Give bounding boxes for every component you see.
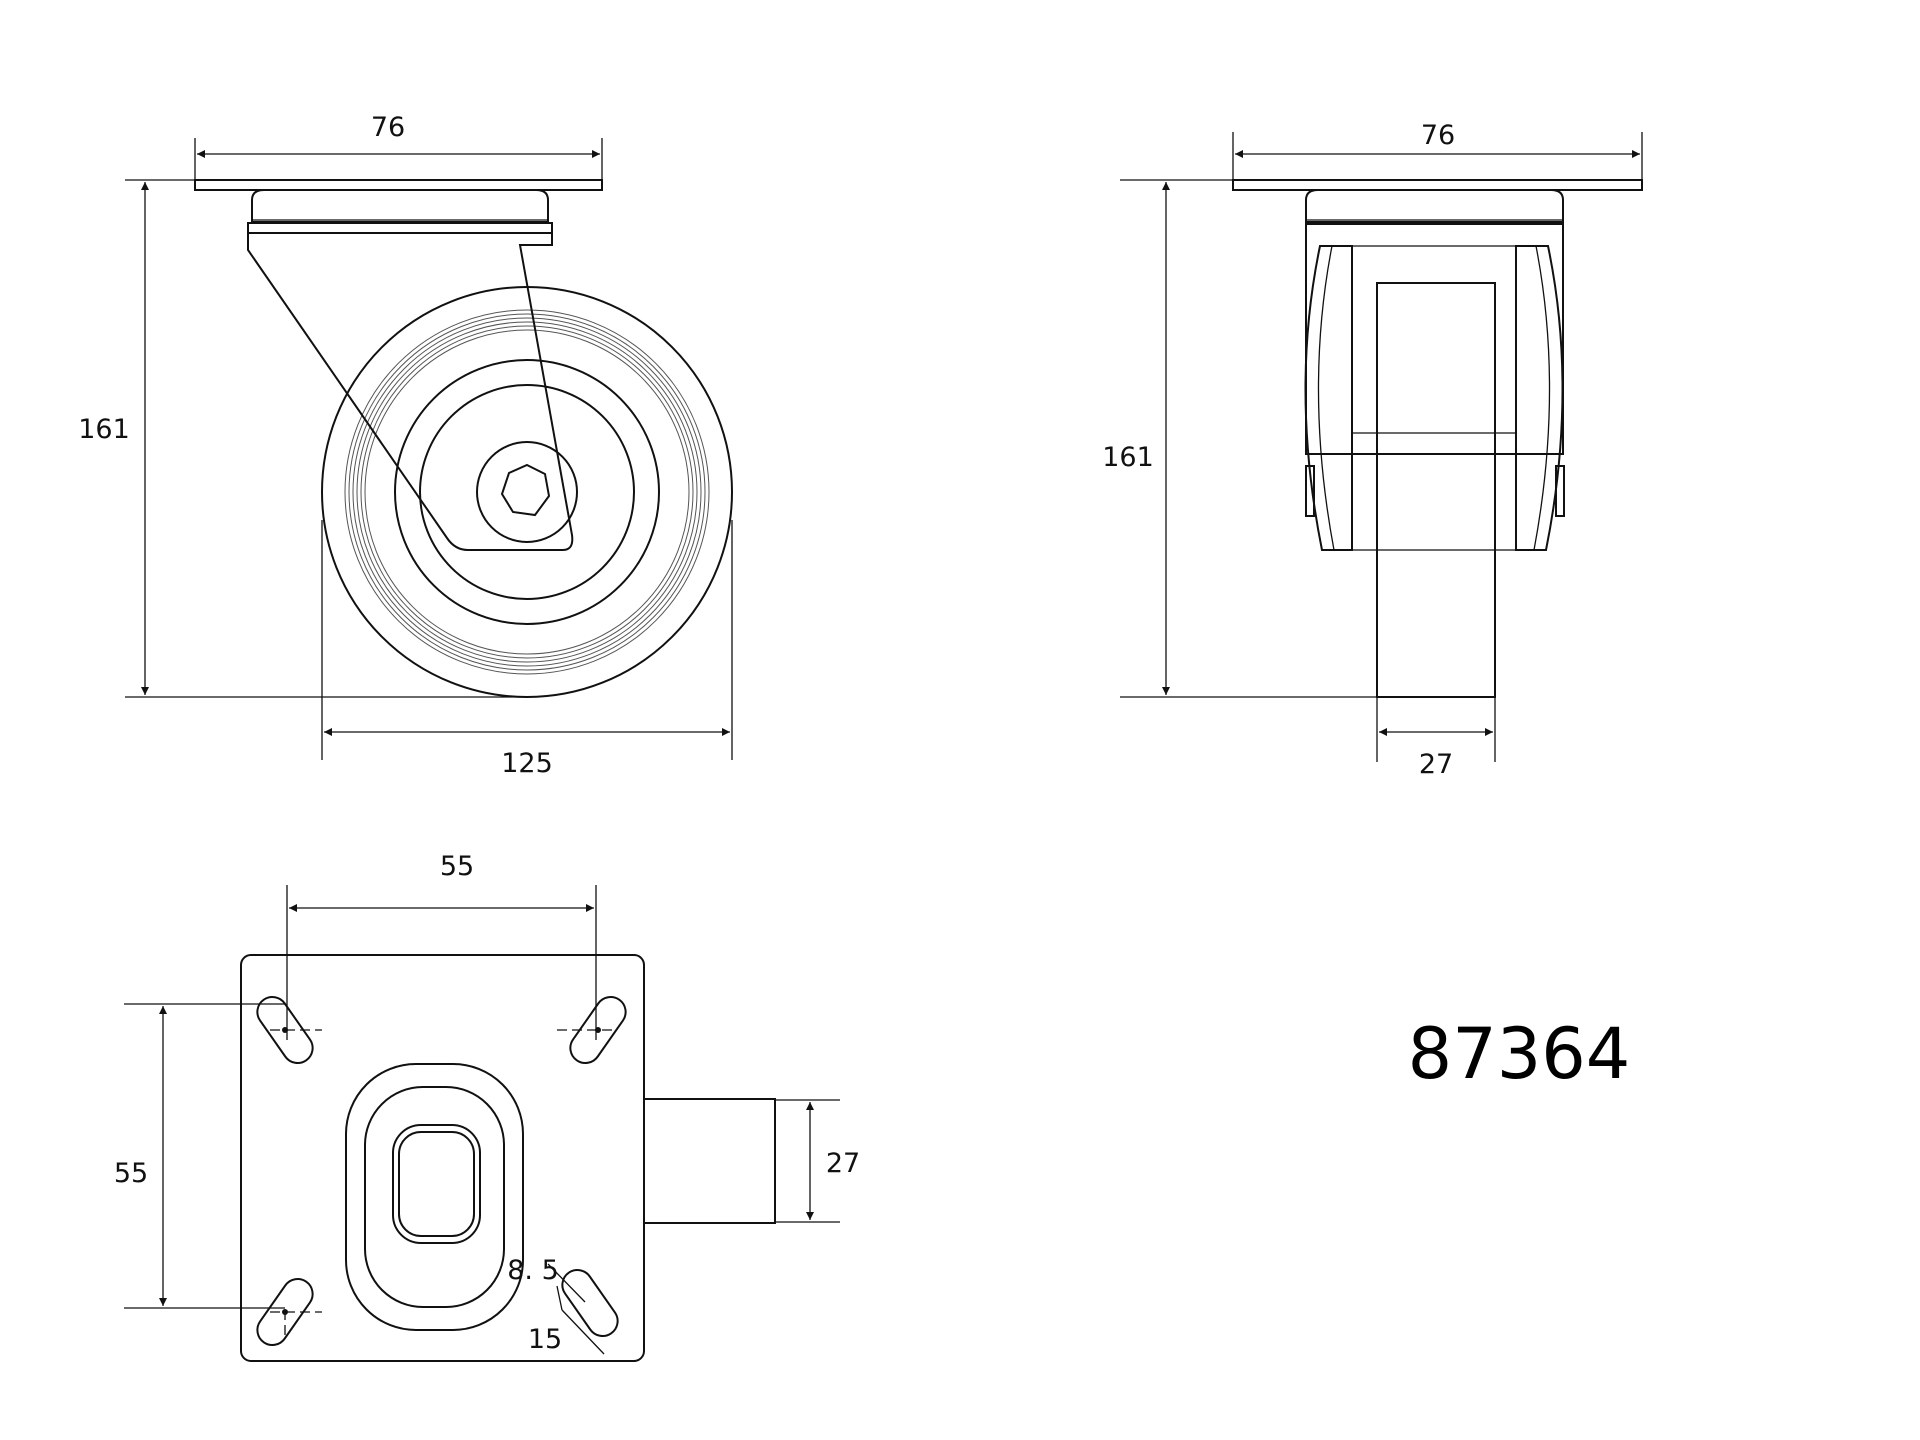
front-fork-left — [1304, 245, 1353, 551]
dim-slot-width: 8. 5 — [507, 1255, 559, 1286]
dim-slot-length: 15 — [528, 1324, 562, 1355]
side-swivel-housing — [251, 189, 549, 223]
side-top-plate — [194, 179, 603, 191]
part-number: 87364 — [1408, 1013, 1631, 1095]
mount-slot-bottom-right — [561, 1268, 619, 1338]
side-wheel — [321, 286, 733, 698]
dim-hole-spacing-y: 55 — [114, 1158, 148, 1189]
front-view: 76 161 27 — [1102, 120, 1643, 780]
front-fork-right — [1515, 245, 1564, 551]
bottom-view: 55 55 27 8. 5 15 — [114, 851, 860, 1362]
side-fork — [247, 232, 574, 551]
axle-nut-icon — [500, 463, 551, 517]
dim-wheel-diameter: 125 — [501, 748, 553, 779]
bottom-wheel-footprint — [643, 1098, 776, 1224]
side-view: 76 161 125 — [78, 112, 733, 779]
dim-front-wheel-width: 27 — [1419, 749, 1453, 780]
front-top-plate — [1232, 179, 1643, 191]
dim-hole-spacing-x: 55 — [440, 851, 474, 882]
front-wheel — [1376, 282, 1496, 698]
dim-side-height: 161 — [78, 414, 130, 445]
dim-bottom-wheel-width: 27 — [826, 1148, 860, 1179]
dim-front-plate-width: 76 — [1421, 120, 1455, 151]
dim-side-plate-width: 76 — [371, 112, 405, 143]
dim-front-height: 161 — [1102, 442, 1154, 473]
center-boss-outer — [345, 1063, 524, 1331]
